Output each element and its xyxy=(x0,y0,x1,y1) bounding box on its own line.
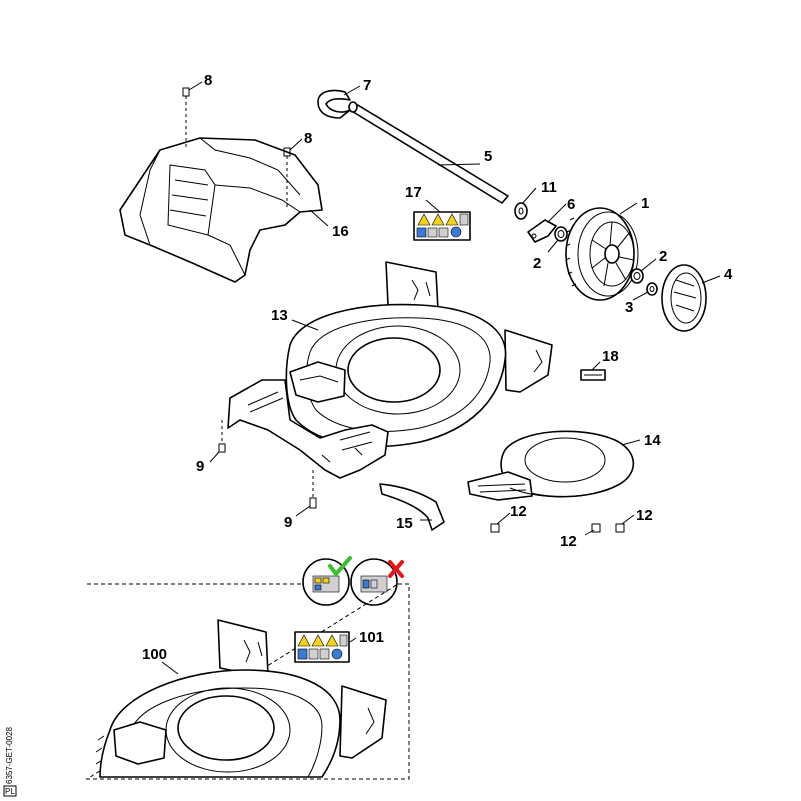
part-3-nut[interactable] xyxy=(646,282,658,296)
part-14-discharge-chute[interactable] xyxy=(467,430,635,501)
part-11-washer[interactable] xyxy=(514,202,528,220)
callout-12-c: 12 xyxy=(636,507,653,524)
part-13-mower-deck[interactable] xyxy=(227,261,553,479)
callout-9-a: 9 xyxy=(196,458,204,475)
document-code: PL xyxy=(5,787,15,796)
part-12-screw-a[interactable] xyxy=(490,523,500,533)
incompatible-label-icon xyxy=(350,558,404,606)
callout-17: 17 xyxy=(405,184,422,201)
document-number: 6357-GET-0028 xyxy=(5,727,14,784)
callout-13: 13 xyxy=(271,307,288,324)
part-8-screw-b[interactable] xyxy=(283,147,291,210)
part-12-screw-b[interactable] xyxy=(591,523,601,533)
callout-101: 101 xyxy=(359,629,384,646)
callout-18: 18 xyxy=(602,348,619,365)
part-9-screw-a[interactable] xyxy=(218,420,226,453)
callout-8-b: 8 xyxy=(304,130,312,147)
callout-9-b: 9 xyxy=(284,514,292,531)
callout-7: 7 xyxy=(363,77,371,94)
compatible-label-icon xyxy=(302,556,352,606)
callout-15: 15 xyxy=(396,515,413,532)
callout-12-b: 12 xyxy=(560,533,577,550)
leader-100 xyxy=(161,661,179,675)
callout-11: 11 xyxy=(541,179,557,196)
callout-4: 4 xyxy=(724,266,733,283)
cross-icon xyxy=(388,560,404,578)
callout-14: 14 xyxy=(644,432,661,449)
callout-5: 5 xyxy=(484,148,492,165)
part-101-warning-label[interactable] xyxy=(294,631,350,663)
callout-1: 1 xyxy=(641,195,649,212)
callout-6: 6 xyxy=(567,196,575,213)
callout-labels: 8 8 7 5 17 11 6 1 2 2 3 4 16 13 18 14 9 … xyxy=(142,72,733,663)
part-4-hub-cap[interactable] xyxy=(661,264,707,332)
callout-100: 100 xyxy=(142,646,167,663)
callout-3: 3 xyxy=(625,299,633,316)
callout-8-a: 8 xyxy=(204,72,212,89)
part-16-rear-cover[interactable] xyxy=(119,137,323,283)
part-7-clip[interactable] xyxy=(317,89,351,119)
part-18-label[interactable] xyxy=(580,369,606,381)
part-12-screw-c[interactable] xyxy=(615,523,625,533)
leader-lines xyxy=(188,81,721,536)
callout-16: 16 xyxy=(332,223,349,240)
inset-box xyxy=(85,583,410,780)
part-17-warning-label[interactable] xyxy=(413,211,471,241)
part-1-wheel[interactable] xyxy=(565,207,639,301)
part-2-bearing-a[interactable] xyxy=(554,226,568,242)
part-100-mower-deck[interactable] xyxy=(95,619,387,778)
check-icon xyxy=(328,556,352,576)
callout-2-a: 2 xyxy=(533,255,541,272)
callout-2-b: 2 xyxy=(659,248,667,265)
leader-101 xyxy=(349,637,357,643)
part-9-screw-b[interactable] xyxy=(309,470,317,509)
part-2-bearing-b[interactable] xyxy=(630,268,644,284)
part-5-axle[interactable] xyxy=(348,101,509,204)
part-15-bracket[interactable] xyxy=(379,483,445,531)
part-8-screw-a[interactable] xyxy=(182,87,190,148)
part-6-clip[interactable] xyxy=(527,219,557,243)
callout-12-a: 12 xyxy=(510,503,527,520)
document-code-box xyxy=(3,785,17,797)
